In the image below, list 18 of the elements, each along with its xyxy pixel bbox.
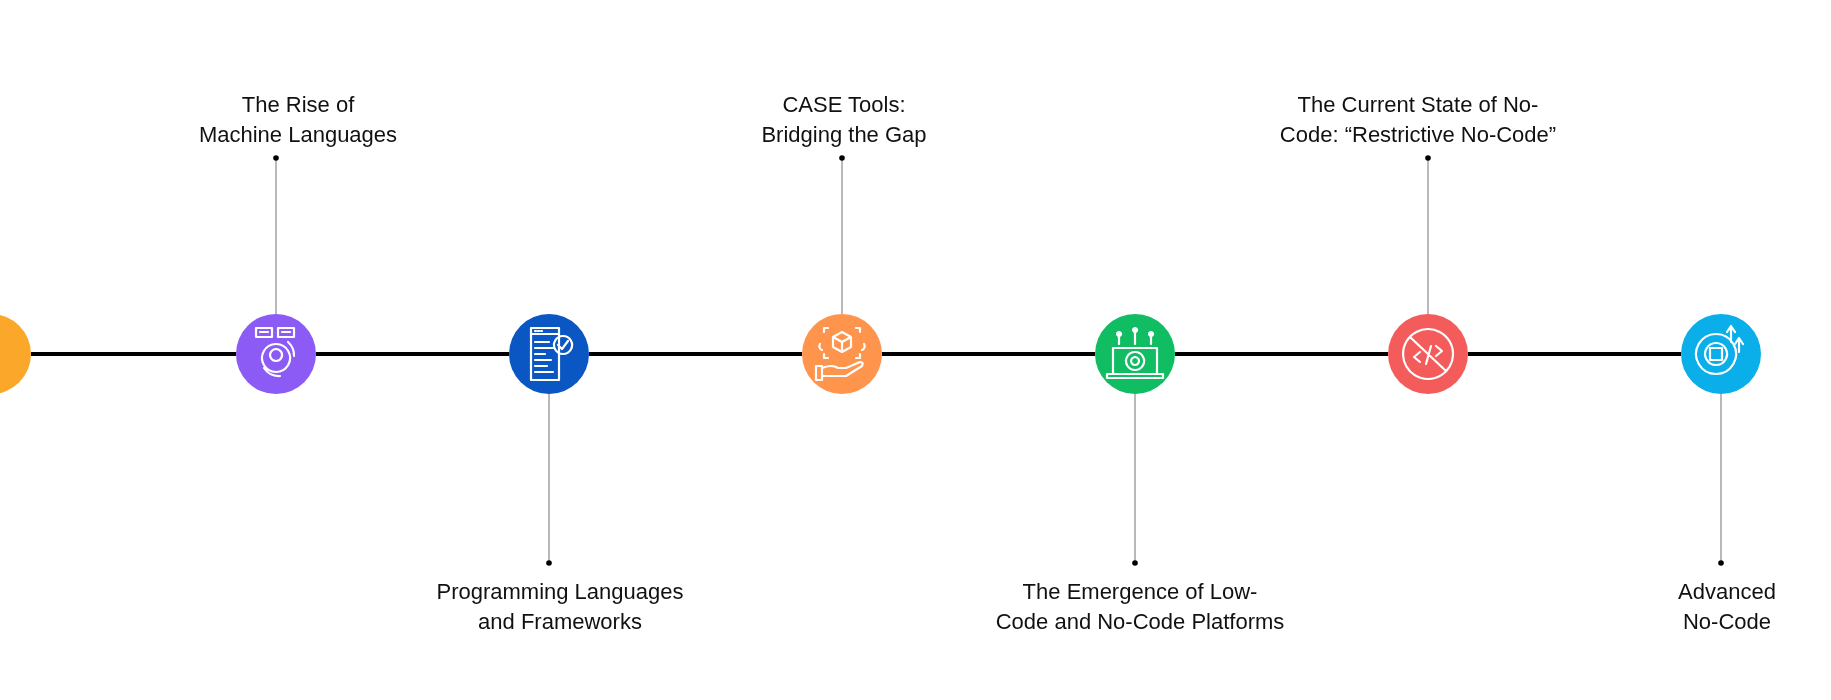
milestone-title: The Rise of Machine Languages xyxy=(197,91,399,149)
leader-line xyxy=(1718,393,1724,566)
timeline-line xyxy=(1468,352,1681,356)
milestone-title: The Current State of No-Code: “Restrictive No-Code” xyxy=(1278,91,1558,149)
milestone-title: Programming Languages and Frameworks xyxy=(435,578,685,636)
timeline-line xyxy=(31,352,236,356)
timeline-line xyxy=(316,352,509,356)
milestone-title: Advanced No-Code xyxy=(1677,578,1777,636)
timeline-line xyxy=(1175,352,1388,356)
timeline-line xyxy=(589,352,802,356)
milestone-title: The Emergence of Low-Code and No-Code Platforms xyxy=(994,578,1286,636)
milestone-title: CASE Tools: Bridging the Gap xyxy=(760,91,928,149)
leader-line xyxy=(546,393,552,566)
timeline-line xyxy=(882,352,1095,356)
leader-line xyxy=(1425,155,1431,315)
leader-line xyxy=(1132,393,1138,566)
leader-line xyxy=(273,155,279,315)
leader-line xyxy=(839,155,845,315)
